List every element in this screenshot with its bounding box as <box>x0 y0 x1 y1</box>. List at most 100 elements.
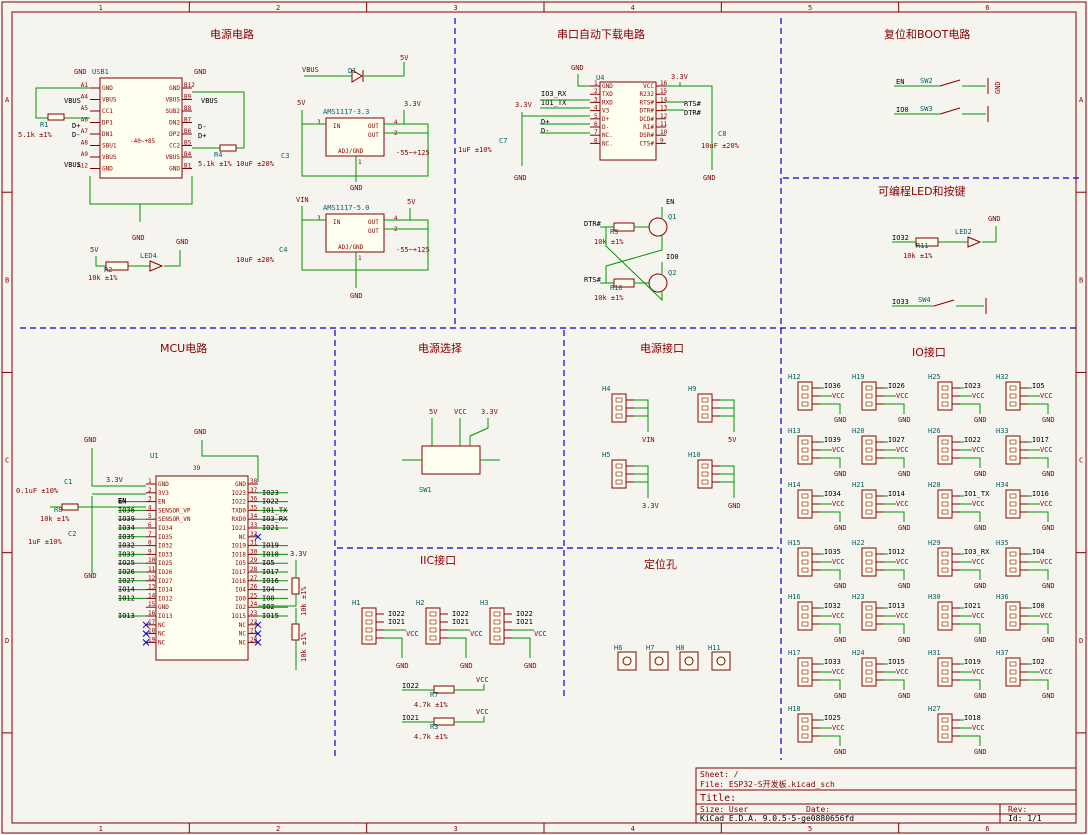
diode-ref: D1 <box>348 67 356 75</box>
usb-pin-num: B8 <box>184 105 192 112</box>
mcu-right-net: IO1_TX <box>262 506 288 514</box>
io-header-vcc: VCC <box>1040 612 1053 620</box>
ledkey-io32: IO32 <box>892 234 909 242</box>
mcu-right-net: IO23 <box>262 489 279 497</box>
io-header-gnd: GND <box>898 692 911 700</box>
psel-5v: 5V <box>429 408 438 416</box>
io-header-ref: H36 <box>996 593 1009 601</box>
io-header-vcc: VCC <box>896 612 909 620</box>
io-header-net: IO13 <box>888 602 905 610</box>
io-header-ref: H22 <box>852 539 865 547</box>
mcu-left-net: IO25 <box>118 559 135 567</box>
power-header: H53.3V <box>602 451 660 510</box>
iic-pull-io22: IO22 <box>402 682 419 690</box>
autodl-q2: Q2 <box>668 269 676 277</box>
ch340-pin-name: R232 <box>640 91 655 98</box>
mcu-pin-name: IO23 <box>232 490 247 497</box>
iic-r7-val: 4.7k ±1% <box>414 701 449 709</box>
usb-pin-name: GND <box>102 166 113 173</box>
ldo1-p1: 1 <box>358 159 362 166</box>
io-header-ref: H34 <box>996 481 1009 489</box>
mcu-right-net: IO22 <box>262 498 279 506</box>
usb-pin-num: B9 <box>184 94 192 101</box>
iic-gnd: GND <box>396 662 409 670</box>
io-header-ref: H32 <box>996 373 1009 381</box>
io-header-gnd: GND <box>834 636 847 644</box>
mcu-en-label: EN <box>118 497 126 505</box>
iic-r7: R7 <box>430 691 438 699</box>
io-header-vcc: VCC <box>972 668 985 676</box>
ch340-gnd3: GND <box>703 174 716 182</box>
power-header-net: 3.3V <box>642 502 660 510</box>
iic-net-a: IO22 <box>452 610 469 618</box>
usb-pin-name: CC1 <box>102 108 113 115</box>
title-block: Sheet: / File: ESP32-S开发板.kicad_sch Titl… <box>695 767 1077 824</box>
io-header-net: IO19 <box>964 658 981 666</box>
usb-pin-name: CC2 <box>169 143 180 150</box>
mcu-pin-num: 30 <box>250 548 258 555</box>
mcu-left-net: IO39 <box>118 515 135 523</box>
autodl-io0: IO0 <box>666 253 679 261</box>
mcu-right-net: IO15 <box>262 612 279 620</box>
ldo2-c-val: 10uF ±20% <box>236 256 275 264</box>
led4-ref: LED4 <box>140 252 157 260</box>
mcu-pin-name: SENSOR_VN <box>158 516 191 523</box>
mcu-pin-name: IO21 <box>232 525 247 532</box>
io-header-net: IO2 <box>1032 658 1045 666</box>
mcu-pin-num: 7 <box>148 531 152 538</box>
ch340-pin-name: NC. <box>602 140 613 147</box>
mcu-pin-name: IO33 <box>158 551 173 558</box>
mcu-right-net: IO3_RX <box>262 515 288 523</box>
iic-net-a: IO22 <box>516 610 533 618</box>
usb-pin-num: A8 <box>81 140 89 147</box>
frame-col-top: 1 <box>99 4 103 12</box>
ch340-pin-num: 11 <box>660 121 668 128</box>
autodl-q1: Q1 <box>668 213 676 221</box>
mcu-pin-num: 10 <box>148 557 156 564</box>
section-title-iic: IIC接口 <box>420 554 456 567</box>
diode-out-net: 5V <box>400 54 409 62</box>
ch340-vcc: 3.3V <box>671 73 689 81</box>
mcu-r5-val: 10k ±1% <box>300 586 308 616</box>
mcu-pin-name: NC <box>239 631 247 638</box>
usb-r4-val: 5.1k ±1% <box>198 160 233 168</box>
mcu-left-net: IO32 <box>118 542 135 550</box>
mounting-hole-ref: H8 <box>676 644 684 652</box>
mcu-pin-name: IO26 <box>158 569 173 576</box>
iic-header-ref: H2 <box>416 599 424 607</box>
section-title-holes: 定位孔 <box>644 557 677 571</box>
frame-row-left: C <box>5 457 9 465</box>
section-title-reset: 复位和BOOT电路 <box>884 27 970 41</box>
mcu-right-net: IO2 <box>262 603 275 611</box>
ch340-pin-num: 13 <box>660 105 668 112</box>
usb-net-dp: D+ <box>72 122 80 130</box>
mcu-pin-name: GND <box>158 604 169 611</box>
mounting-hole-ref: H6 <box>614 644 622 652</box>
power-header-ref: H4 <box>602 385 610 393</box>
io-header-ref: H15 <box>788 539 801 547</box>
io-header-ref: H24 <box>852 649 865 657</box>
io-header-vcc: VCC <box>832 392 845 400</box>
ch340-pin-name: CTS# <box>640 140 655 147</box>
reset-en: EN <box>896 78 904 86</box>
ch340-pin-num: 15 <box>660 88 668 95</box>
io-header-net: IO0 <box>1032 602 1045 610</box>
usb-gnd-left: GND <box>74 68 87 76</box>
section-dividers <box>20 18 1080 760</box>
usb-pin-name: GND <box>169 85 180 92</box>
io-header-ref: H26 <box>928 427 941 435</box>
ldo1-out1: OUT <box>368 123 379 130</box>
io-header-gnd: GND <box>898 416 911 424</box>
mcu-pin-num: 22 <box>250 619 258 626</box>
io-header-ref: H14 <box>788 481 801 489</box>
io-header-gnd: GND <box>834 692 847 700</box>
mcu-pin-num: 3 <box>148 496 152 503</box>
